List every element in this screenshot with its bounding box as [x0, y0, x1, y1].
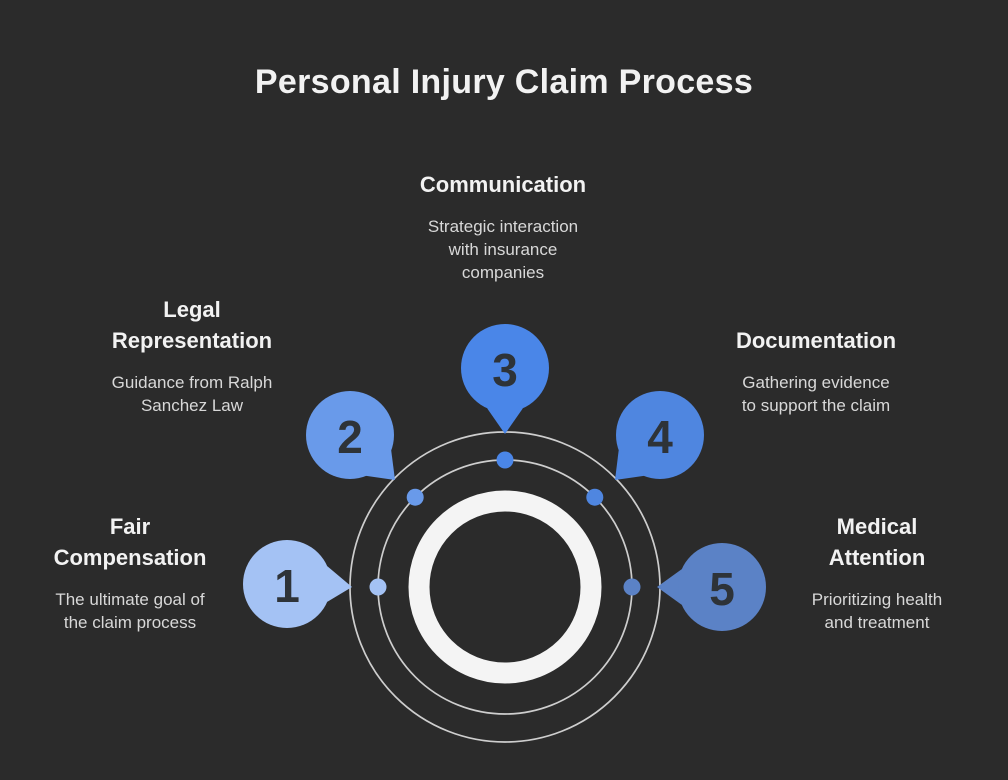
step-3-bubble-circle [461, 324, 549, 412]
step-5-label-block: Medical Attention Prioritizing health an… [767, 511, 987, 634]
orbit-dot-4 [586, 488, 604, 506]
page-title: Personal Injury Claim Process [254, 63, 754, 101]
step-1-number: 1 [274, 560, 300, 612]
step-1-bubble-circle [243, 540, 331, 628]
step-1-title: Fair Compensation [20, 511, 240, 573]
step-5-desc-line: and treatment [824, 613, 930, 632]
step-2-title-line: Representation [111, 328, 273, 353]
step-4-label-block: Documentation Gathering evidence to supp… [706, 325, 926, 417]
step-3-description: Strategic interaction with insurance com… [392, 215, 614, 284]
step-4-description: Gathering evidence to support the claim [706, 371, 926, 417]
step-1-title-line: Fair [109, 514, 151, 539]
step-3-bubble-tail [487, 408, 523, 434]
step-1-description: The ultimate goal of the claim process [20, 588, 240, 634]
step-5-number: 5 [709, 563, 735, 615]
step-3-desc-line: companies [461, 263, 545, 282]
step-5-bubble-circle [678, 543, 766, 631]
orbit-dot-5 [623, 578, 641, 596]
step-2-desc-line: Guidance from Ralph [111, 373, 273, 392]
step-4-title: Documentation [706, 325, 926, 356]
step-4-title-line: Documentation [735, 328, 897, 353]
step-5-title: Medical Attention [767, 511, 987, 573]
step-5-title-line: Attention [828, 545, 926, 570]
step-4-desc-line: Gathering evidence [742, 373, 890, 392]
step-2-label-block: Legal Representation Guidance from Ralph… [82, 294, 302, 417]
step-3-label-block: Communication Strategic interaction with… [392, 169, 614, 284]
step-3-title-line: Communication [419, 172, 587, 197]
step-2-title: Legal Representation [82, 294, 302, 356]
center-ring [408, 490, 602, 684]
step-3-title: Communication [392, 169, 614, 200]
step-2-bubble: 2 [306, 391, 395, 480]
step-1-title-line: Compensation [53, 545, 207, 570]
step-1-bubble-tail [327, 566, 352, 602]
orbit-dot-1 [369, 578, 387, 596]
step-3-desc-line: Strategic interaction [427, 217, 579, 236]
step-1-desc-line: the claim process [63, 613, 197, 632]
step-5-bubble: 5 [657, 543, 766, 631]
step-5-description: Prioritizing health and treatment [767, 588, 987, 634]
step-4-bubble-circle [616, 391, 704, 479]
step-2-bubble-circle [306, 391, 394, 479]
step-1-bubble: 1 [243, 540, 352, 628]
orbit-dot-3 [496, 451, 514, 469]
orbit-dot-2 [406, 488, 424, 506]
step-2-number: 2 [337, 411, 363, 463]
step-4-desc-line: to support the claim [741, 396, 891, 415]
step-5-desc-line: Prioritizing health [811, 590, 943, 609]
step-5-bubble-tail [657, 569, 682, 605]
step-4-bubble: 4 [615, 391, 704, 480]
step-1-label-block: Fair Compensation The ultimate goal of t… [20, 511, 240, 634]
step-3-desc-line: with insurance [448, 240, 558, 259]
step-2-desc-line: Sanchez Law [140, 396, 244, 415]
step-2-description: Guidance from Ralph Sanchez Law [82, 371, 302, 417]
step-2-title-line: Legal [163, 297, 221, 322]
outer-orbit-circle [349, 431, 661, 743]
step-5-title-line: Medical [836, 514, 918, 539]
step-4-number: 4 [647, 411, 673, 463]
step-1-desc-line: The ultimate goal of [55, 590, 205, 609]
step-3-number: 3 [492, 344, 518, 396]
step-3-bubble: 3 [461, 324, 549, 434]
